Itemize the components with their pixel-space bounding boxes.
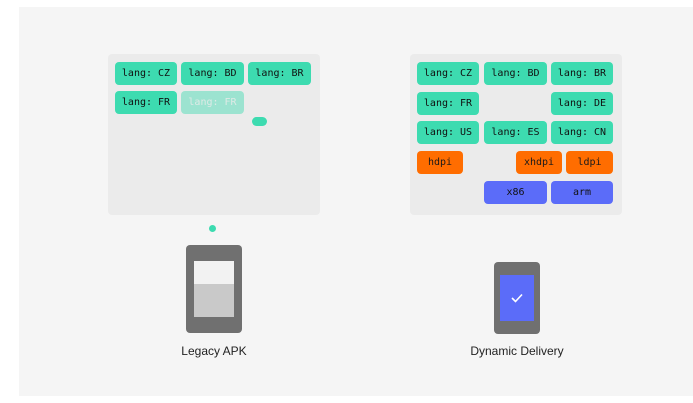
downloading-chip-fragment: [252, 117, 267, 126]
chip-lang-fr-downloading: lang: FR: [181, 91, 244, 114]
legacy-phone-storage-fill: [194, 284, 234, 317]
chip-arm: arm: [551, 181, 613, 204]
checkmark-icon: [511, 293, 523, 303]
dynamic-delivery-panel: lang: CZ lang: BD lang: BR lang: FR lang…: [410, 54, 622, 215]
legacy-phone-screen: [194, 261, 234, 317]
chip-ldpi: ldpi: [566, 151, 613, 174]
chip-lang-us: lang: US: [417, 121, 479, 144]
chip-lang-fr: lang: FR: [115, 91, 177, 114]
chip-lang-br: lang: BR: [248, 62, 311, 85]
dynamic-phone-screen: [500, 275, 534, 321]
dynamic-delivery-caption: Dynamic Delivery: [470, 344, 564, 358]
diagram-canvas: lang: CZ lang: BD lang: BR lang: FR lang…: [19, 7, 693, 396]
chip-lang-br: lang: BR: [551, 62, 613, 85]
chip-lang-cz: lang: CZ: [417, 62, 479, 85]
chip-lang-bd: lang: BD: [181, 62, 244, 85]
legacy-apk-caption: Legacy APK: [181, 344, 247, 358]
chip-lang-cz: lang: CZ: [115, 62, 177, 85]
chip-xhdpi: xhdpi: [516, 151, 562, 174]
chip-lang-es: lang: ES: [484, 121, 547, 144]
download-dot: [209, 225, 216, 232]
chip-lang-fr: lang: FR: [417, 92, 479, 115]
chip-hdpi: hdpi: [417, 151, 463, 174]
chip-x86: x86: [484, 181, 547, 204]
dynamic-phone: [494, 262, 540, 334]
chip-lang-de: lang: DE: [551, 92, 613, 115]
chip-lang-cn: lang: CN: [551, 121, 613, 144]
legacy-apk-panel: lang: CZ lang: BD lang: BR lang: FR lang…: [108, 54, 320, 215]
chip-lang-bd: lang: BD: [484, 62, 547, 85]
legacy-phone: [186, 245, 242, 333]
